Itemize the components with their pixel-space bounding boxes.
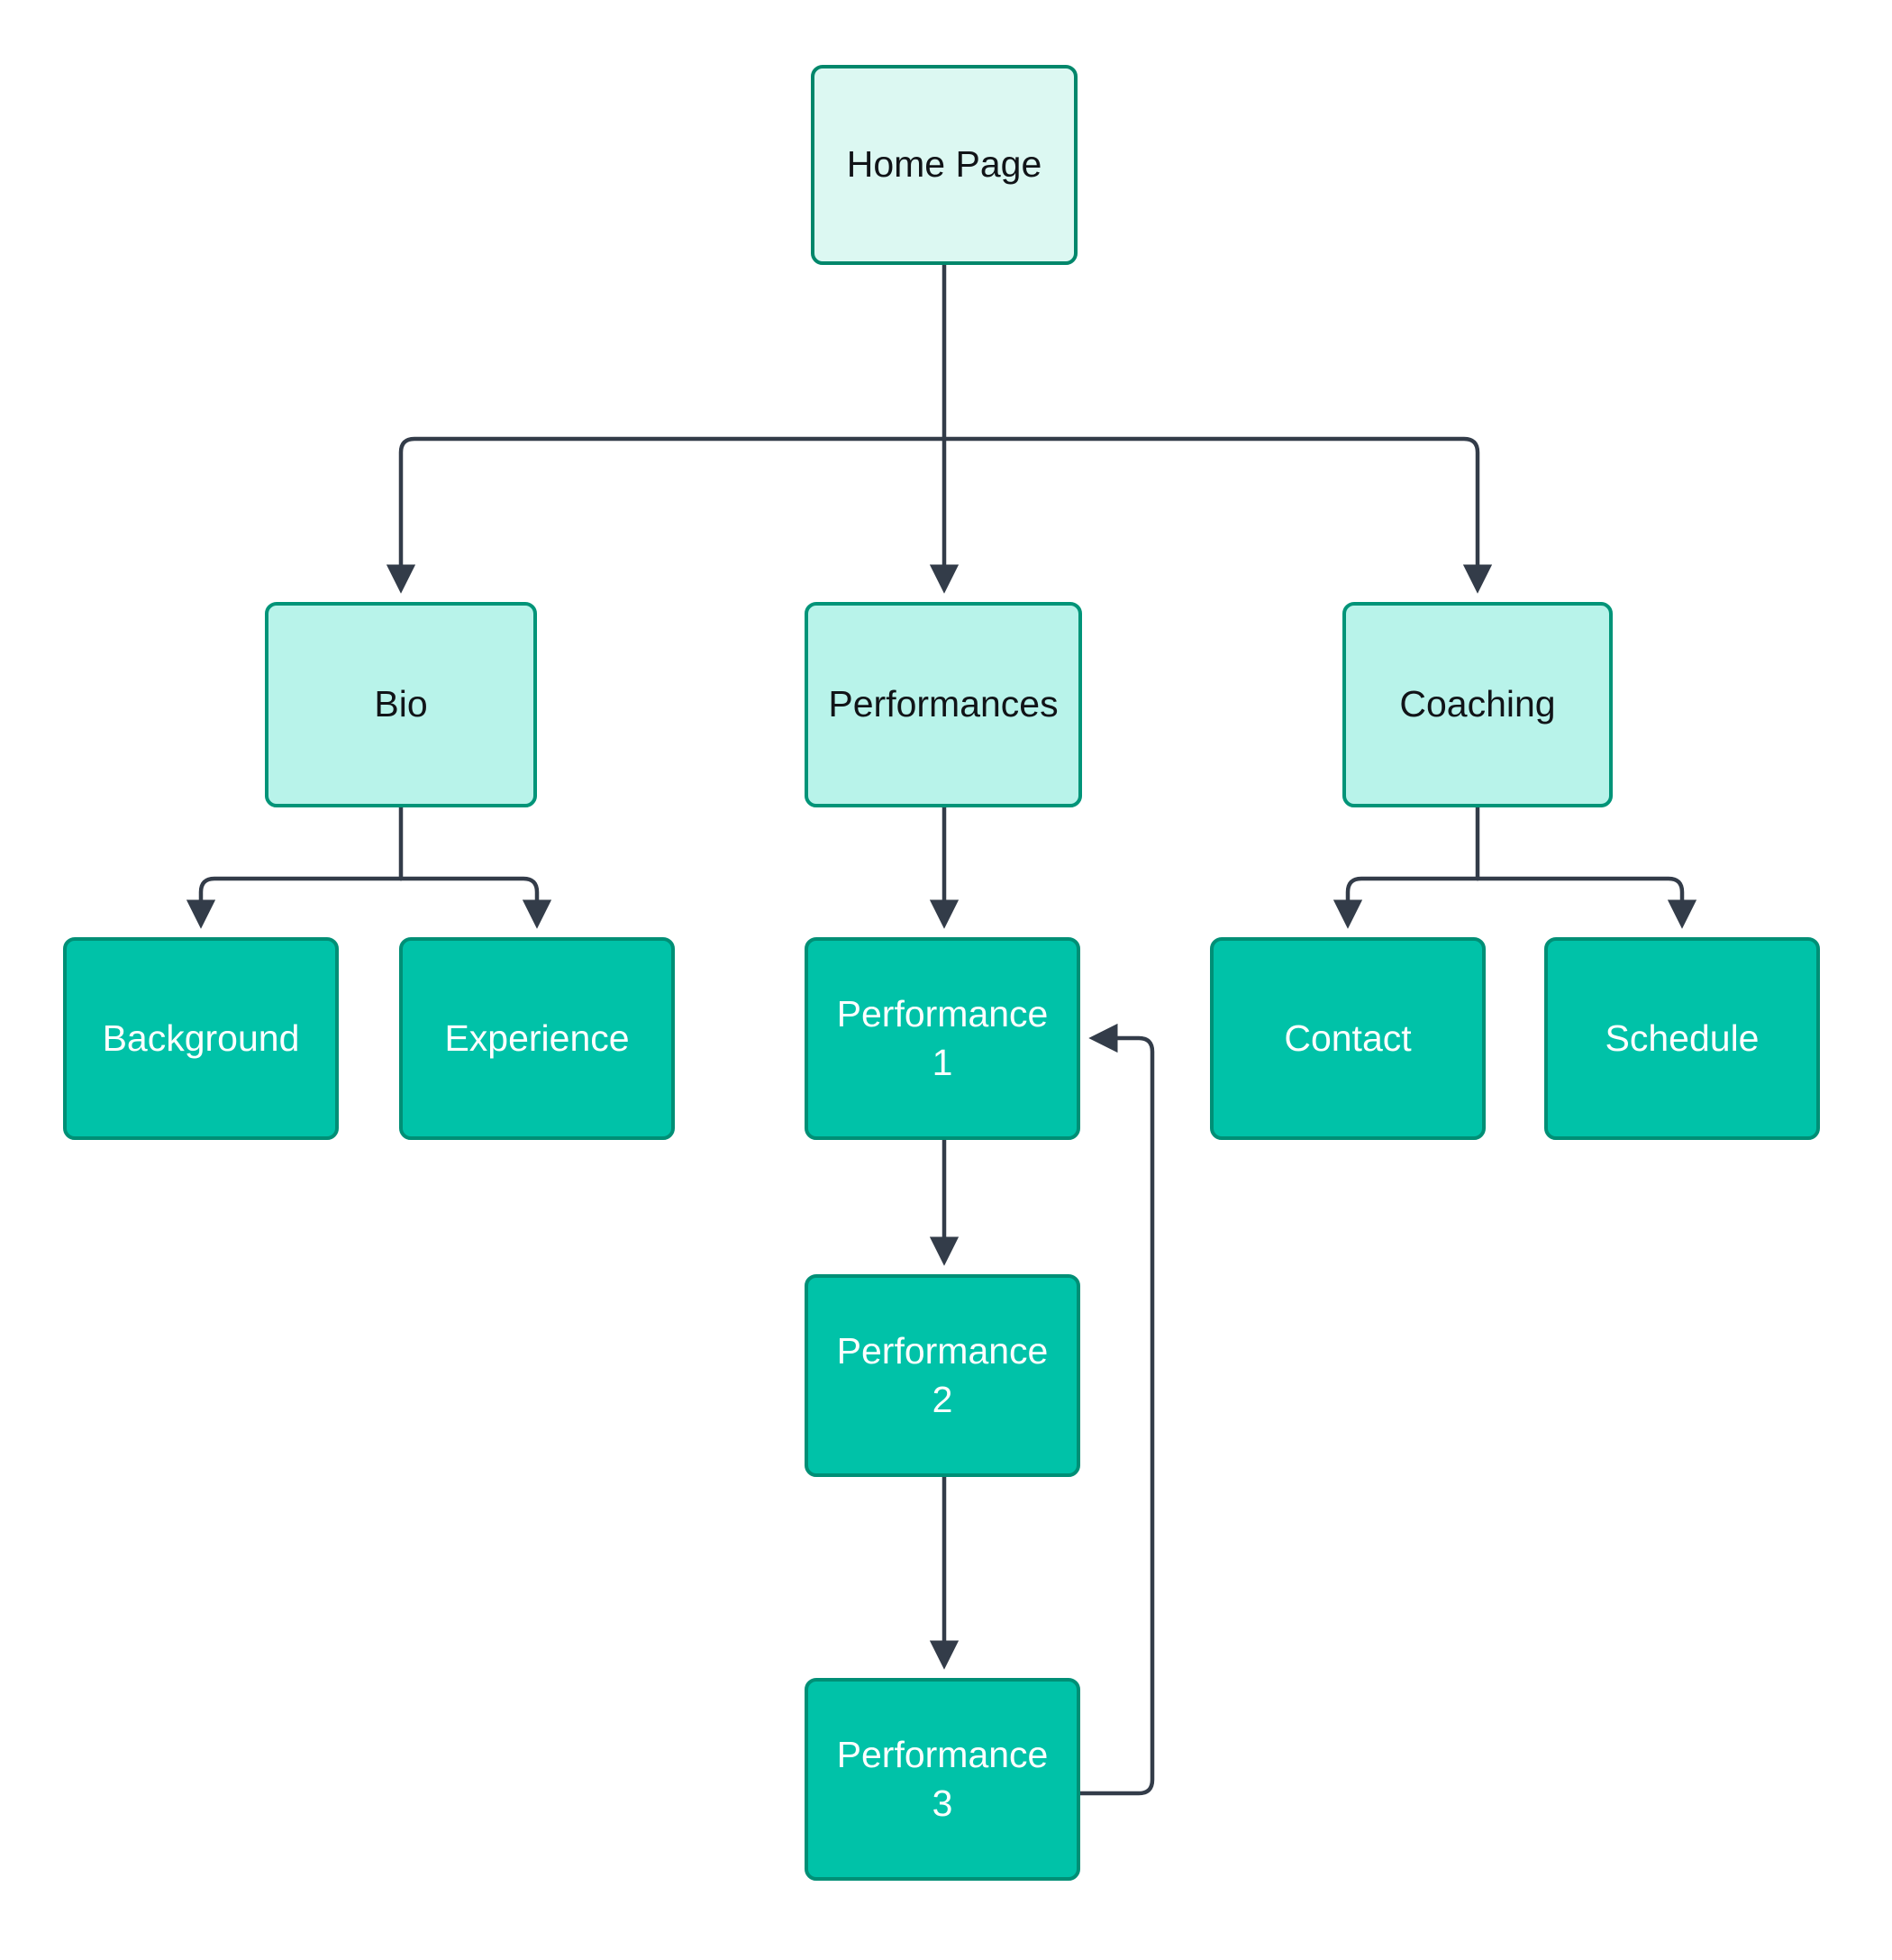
edge-coaching-to-contact [1333, 876, 1480, 929]
node-label: Performances [828, 683, 1059, 725]
edge-home-to-coaching [941, 436, 1493, 594]
node-label: Background [102, 1016, 300, 1059]
node-bio[interactable]: Bio [265, 602, 537, 807]
node-label: Home Page [846, 143, 1042, 186]
node-performance-1[interactable]: Performance 1 [805, 937, 1080, 1140]
node-coaching[interactable]: Coaching [1342, 602, 1613, 807]
node-experience[interactable]: Experience [399, 937, 675, 1140]
node-label: Experience [444, 1016, 630, 1059]
node-contact[interactable]: Contact [1210, 937, 1486, 1140]
node-performances[interactable]: Performances [805, 602, 1082, 807]
node-label: Performance 1 [836, 993, 1049, 1083]
edge-bio-to-background [186, 876, 404, 929]
node-performance-2[interactable]: Performance 2 [805, 1274, 1080, 1477]
node-label: Bio [374, 683, 428, 725]
node-performance-3[interactable]: Performance 3 [805, 1678, 1080, 1881]
edge-home-to-bio [386, 436, 947, 594]
node-label: Contact [1284, 1016, 1412, 1059]
node-schedule[interactable]: Schedule [1544, 937, 1820, 1140]
node-home-page[interactable]: Home Page [811, 65, 1078, 265]
node-label: Performance 3 [836, 1734, 1049, 1824]
node-label: Schedule [1605, 1016, 1760, 1059]
edge-performance3-to-performance1-loop [1078, 1023, 1155, 1796]
node-label: Performance 2 [836, 1330, 1049, 1420]
node-label: Coaching [1399, 683, 1556, 725]
edge-bio-to-experience [398, 876, 552, 929]
node-background[interactable]: Background [63, 937, 339, 1140]
edge-coaching-to-schedule [1475, 876, 1697, 929]
